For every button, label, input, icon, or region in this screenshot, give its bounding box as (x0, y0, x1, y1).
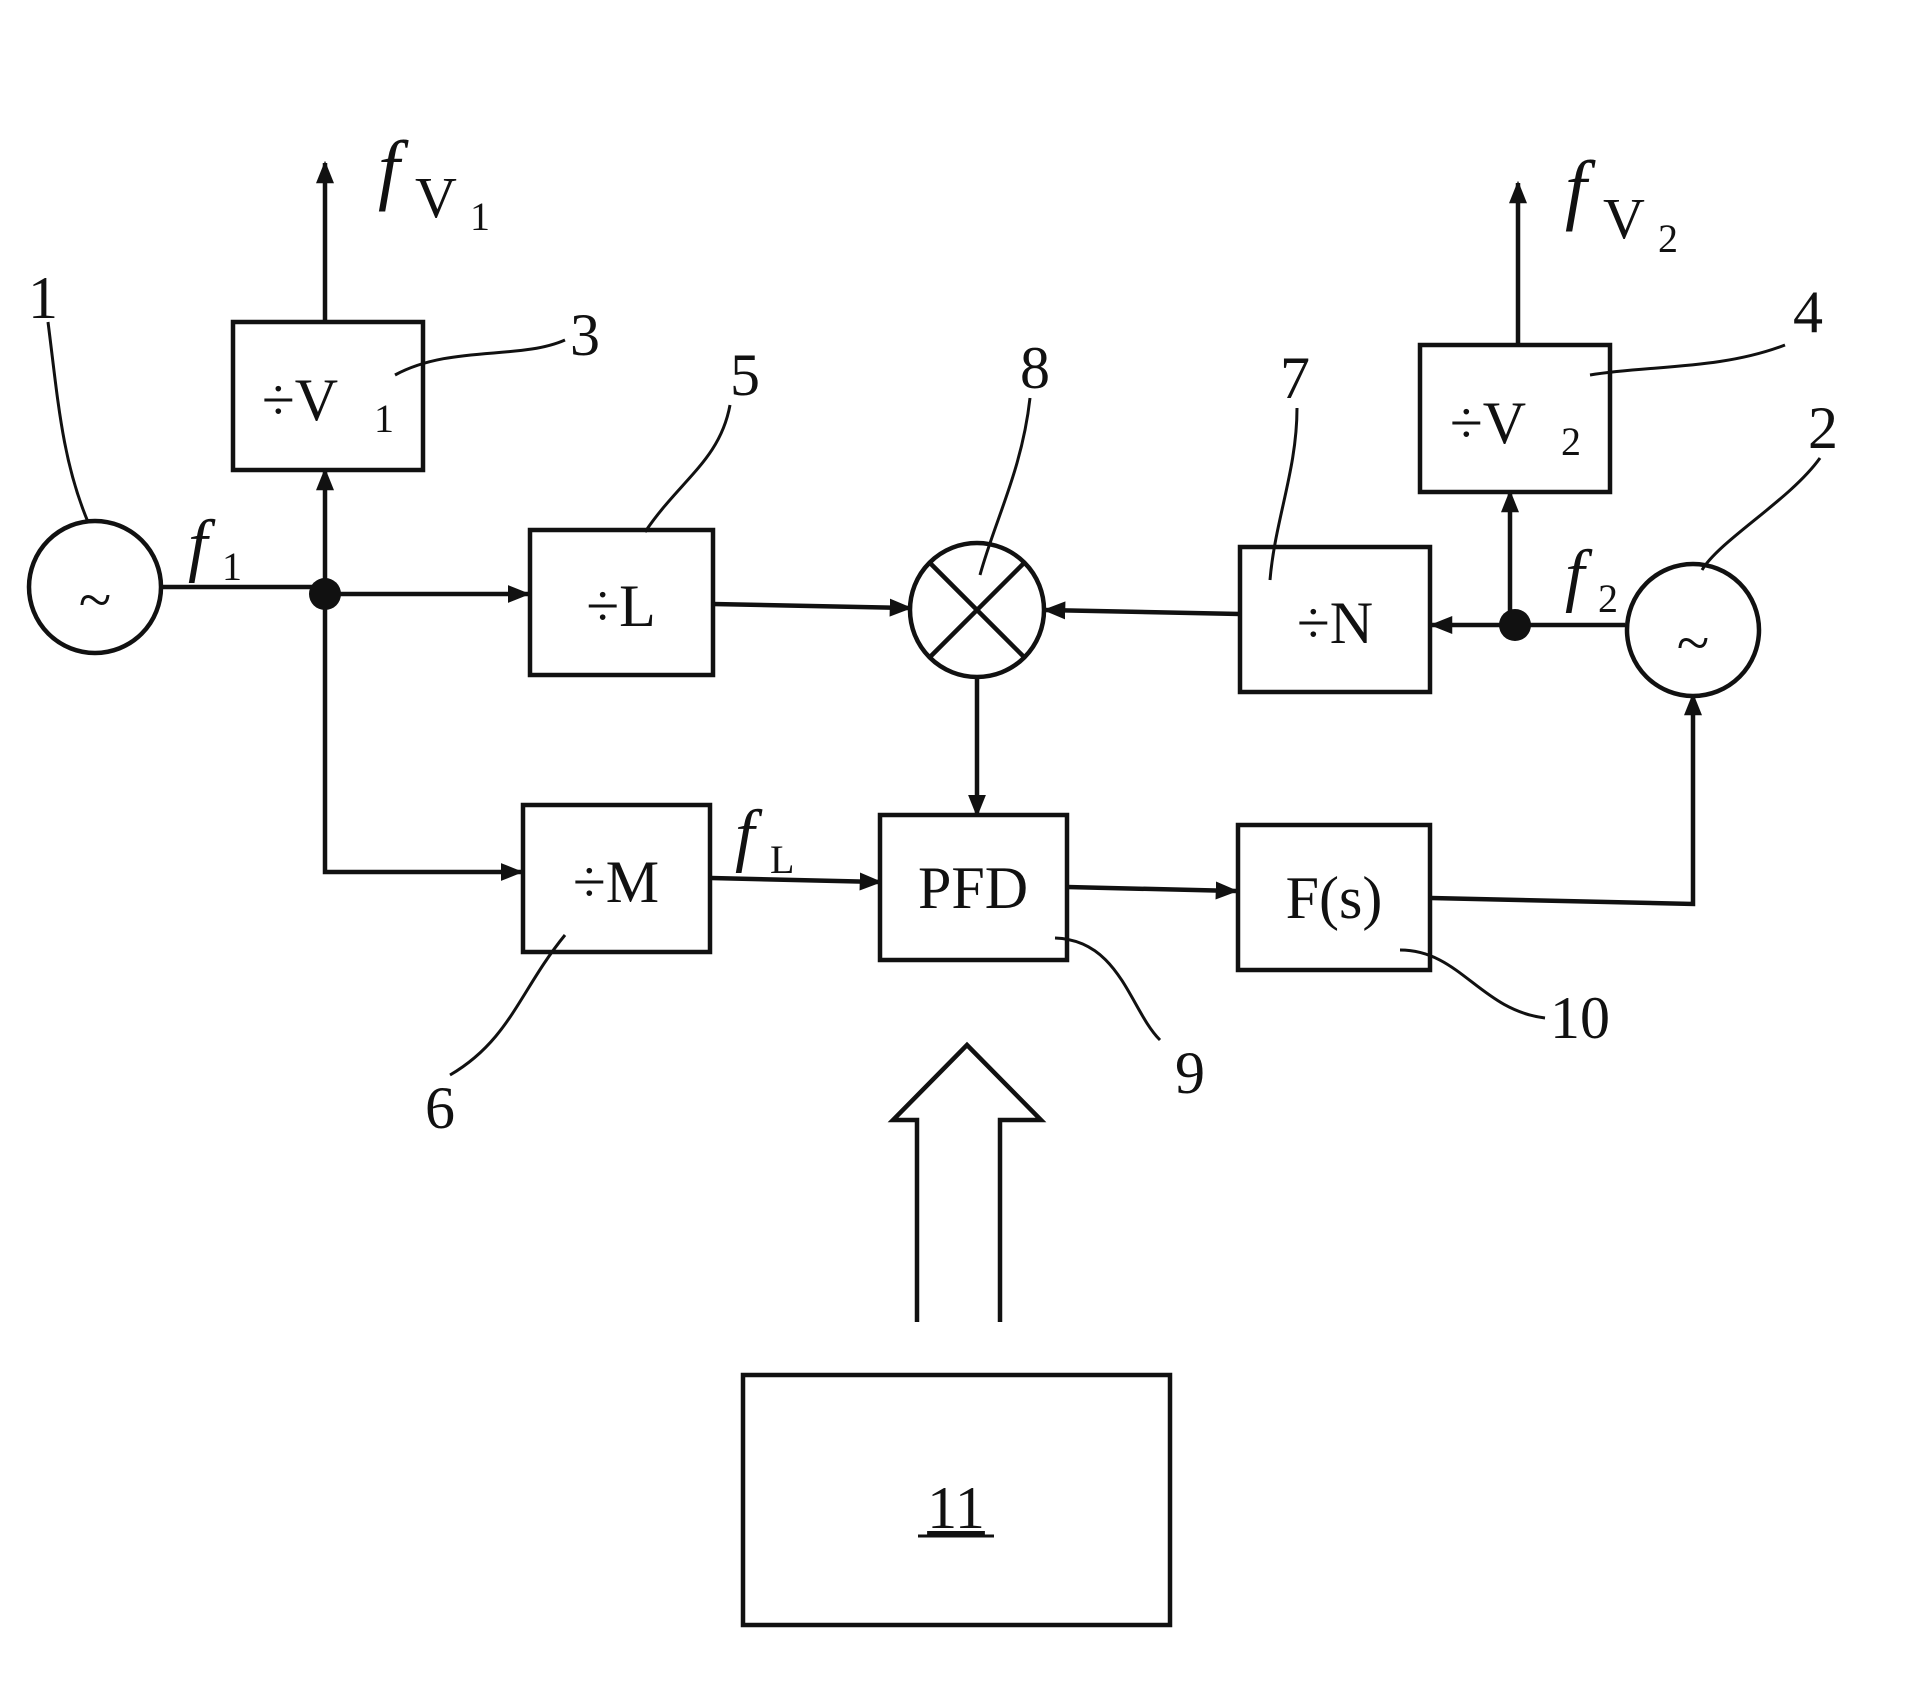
reference-1: 1 (28, 265, 88, 522)
svg-text:6: 6 (425, 1075, 455, 1141)
pfd-block: PFD (880, 815, 1067, 960)
svg-text:10: 10 (1550, 985, 1610, 1051)
svg-text:3: 3 (570, 302, 600, 368)
reference-2: 2 (1702, 395, 1838, 570)
reference-9: 9 (1055, 938, 1205, 1106)
wire-div-m-to-pfd (711, 878, 880, 882)
divider-v1-label: ÷V (262, 367, 338, 433)
reference-8: 8 (980, 335, 1050, 575)
svg-text:2: 2 (1598, 576, 1618, 621)
divider-l-block: ÷L (530, 530, 713, 675)
svg-text:2: 2 (1658, 216, 1678, 261)
signal-wires (162, 163, 1693, 904)
junction-node-2 (1499, 609, 1531, 641)
reference-6: 6 (425, 935, 565, 1141)
svg-text:1: 1 (28, 265, 58, 331)
wire-to-div-m (325, 594, 521, 872)
signal-label-fv2: f V 2 (1565, 145, 1678, 261)
divider-n-label: ÷N (1297, 590, 1373, 656)
divider-v1-block: ÷V 1 (233, 322, 423, 470)
signal-label-f1: f 1 (188, 507, 242, 589)
svg-text:f: f (378, 125, 409, 212)
svg-text:8: 8 (1020, 335, 1050, 401)
svg-text:4: 4 (1793, 279, 1823, 345)
signal-label-fl: f L (735, 797, 794, 882)
reference-4: 4 (1590, 279, 1823, 375)
oscillator-1: ~ (29, 521, 161, 653)
svg-text:L: L (770, 837, 794, 882)
svg-text:9: 9 (1175, 1040, 1205, 1106)
signal-label-fv1: f V 1 (378, 125, 490, 239)
divider-l-label: ÷L (586, 573, 656, 639)
svg-text:1: 1 (470, 194, 490, 239)
svg-text:5: 5 (730, 342, 760, 408)
svg-text:V: V (1603, 186, 1645, 251)
wire-filter-to-osc2 (1431, 695, 1693, 904)
divider-v2-block: ÷V 2 (1420, 345, 1610, 492)
junction-node-1 (309, 578, 341, 610)
control-block: 11 (743, 1375, 1170, 1625)
divider-v2-subscript: 2 (1561, 419, 1581, 464)
divider-m-block: ÷M (523, 805, 710, 952)
divider-v2-label: ÷V (1450, 390, 1526, 456)
mixer (910, 543, 1044, 677)
svg-text:f: f (735, 797, 763, 874)
pfd-label: PFD (918, 855, 1028, 921)
wire-div-n-to-mixer (1045, 610, 1240, 614)
control-bus-arrow (893, 1045, 1041, 1322)
svg-text:2: 2 (1808, 395, 1838, 461)
divider-v1-subscript: 1 (374, 396, 394, 441)
reference-3: 3 (395, 302, 600, 375)
oscillator-2: ~ (1627, 564, 1759, 696)
wire-div-l-to-mixer (713, 604, 910, 608)
control-block-label: 11 (927, 1475, 985, 1541)
divider-n-block: ÷N (1240, 547, 1430, 692)
svg-text:f: f (1565, 145, 1596, 232)
svg-text:f: f (1565, 537, 1593, 614)
loop-filter-label: F(s) (1286, 865, 1383, 931)
svg-text:7: 7 (1280, 345, 1310, 411)
oscillator-2-symbol: ~ (1677, 610, 1709, 676)
wire-pfd-to-filter (1067, 887, 1236, 891)
loop-filter-block: F(s) (1238, 825, 1430, 970)
svg-text:V: V (415, 165, 457, 230)
reference-5: 5 (645, 342, 760, 532)
oscillator-1-symbol: ~ (79, 567, 111, 633)
svg-text:f: f (188, 507, 216, 584)
signal-label-f2: f 2 (1565, 537, 1618, 621)
divider-m-label: ÷M (573, 849, 659, 915)
svg-text:1: 1 (222, 544, 242, 589)
